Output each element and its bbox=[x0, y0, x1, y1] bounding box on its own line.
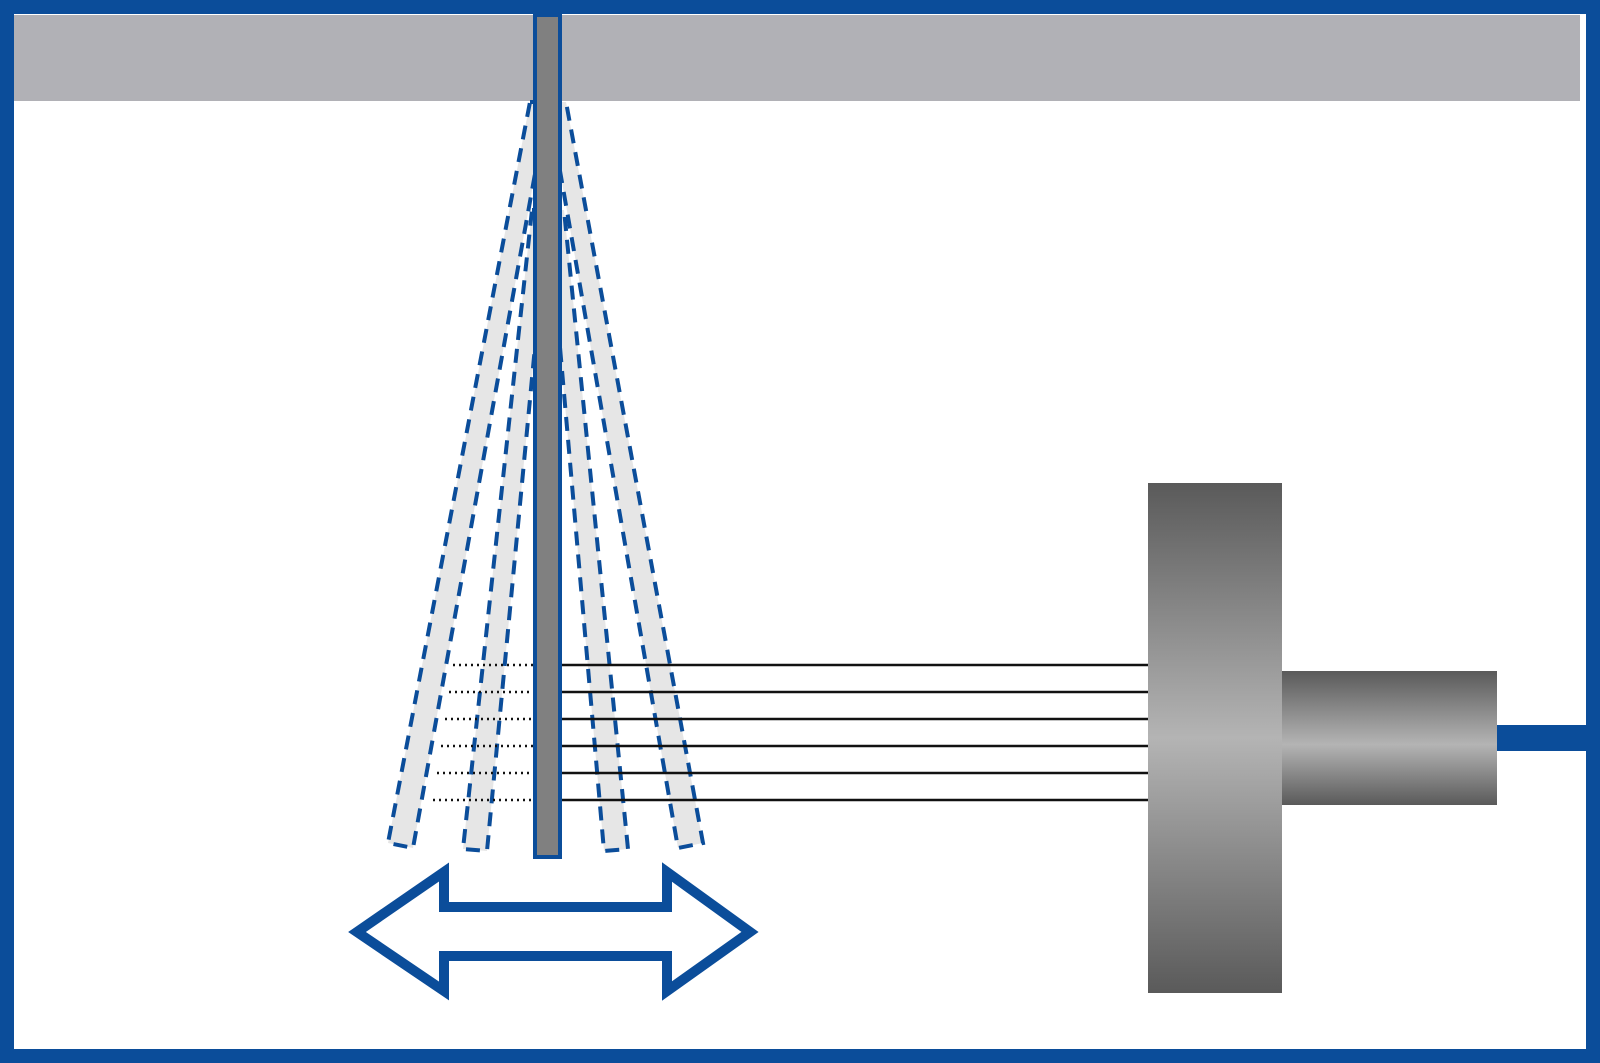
double-headed-arrow-icon bbox=[348, 862, 759, 1001]
ceiling-mount bbox=[14, 15, 1580, 101]
sensor-head-shaft bbox=[1282, 671, 1497, 805]
cantilever-beam bbox=[533, 13, 562, 859]
sensor-head-flange bbox=[1148, 483, 1282, 993]
sensor-beam-lines bbox=[560, 663, 1148, 802]
sensor-cable bbox=[1497, 725, 1586, 751]
beam-dotted-extensions bbox=[433, 663, 535, 802]
